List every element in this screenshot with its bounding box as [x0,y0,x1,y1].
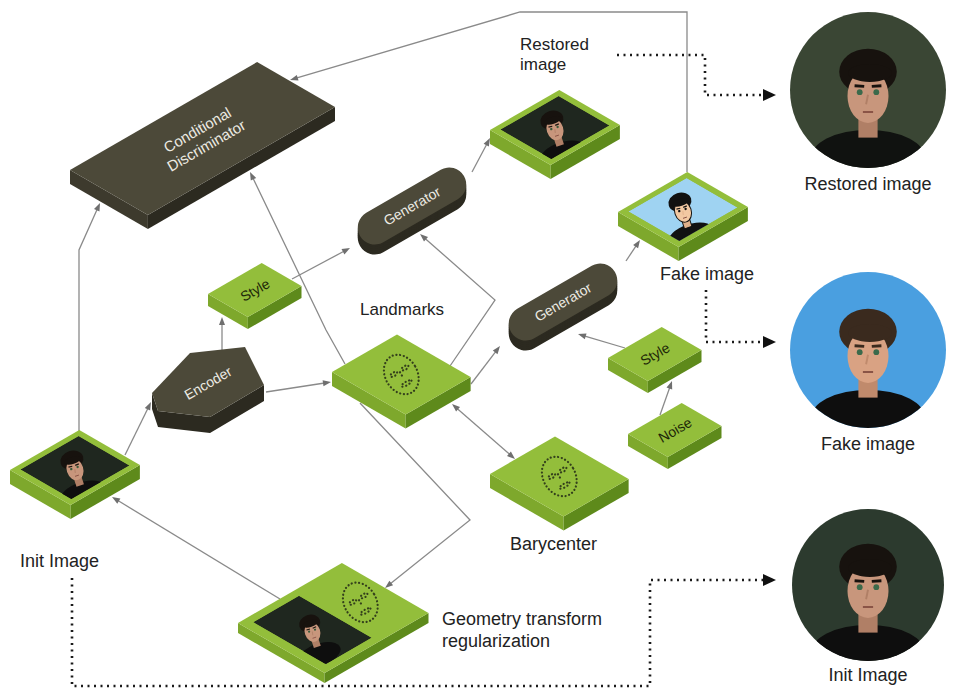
connector [290,12,687,172]
connector-line [79,209,97,431]
connector-line [296,12,687,172]
connector-line [584,336,625,348]
landmarks-block-shape [330,300,475,432]
connector [112,497,280,599]
node-label: Barycenter [510,534,635,556]
arrowhead [578,333,587,339]
connector-line [471,351,496,384]
arrowhead [112,497,120,504]
text-slot: Restored image [780,174,956,196]
init-image-block: Init Image [8,425,158,585]
connector-line [457,408,510,455]
arrowhead [145,402,151,411]
arrowhead [763,89,776,101]
text-slot: Init Image [20,551,150,573]
arrowhead [385,581,393,588]
generator-block: Generator [345,160,480,264]
encoder-block: Encoder [150,345,268,439]
connector [219,317,225,350]
arrowhead [667,381,673,390]
style-block: Style [206,256,310,332]
arrowhead [493,346,500,354]
connector-line [125,408,148,455]
portrait-circle: Restored image [780,8,956,208]
connector-line [617,55,766,95]
barycenter-block: Barycenter [488,432,638,558]
arrowhead [484,138,490,147]
portrait-circle-shape [780,505,956,691]
dotted-leader [706,290,776,348]
arrowhead [250,172,256,181]
connector-line [221,323,222,350]
node-label: Restored image [520,35,615,76]
node-label: Restored image [780,174,956,196]
arrowhead [507,452,515,460]
connector [472,138,490,172]
dotted-leader [72,574,776,686]
connector [125,402,151,455]
restored-image-block: Restored image [488,35,638,185]
arrowhead [290,75,299,81]
text-slot: Init Image [780,665,956,687]
discriminator-block: Conditional Discriminator [68,60,340,232]
connector-line [118,500,281,599]
arrowhead [323,380,331,386]
node-label: Landmarks [360,300,472,320]
connector [626,240,640,261]
text-slot: Restored image [520,35,615,76]
connector [578,333,625,348]
node-label: Fake image [660,264,764,286]
connector-line [626,245,636,261]
connector [452,404,515,459]
style-block: Style [606,320,710,396]
landmarks-block: Landmarks [330,300,475,432]
text-slot: Fake image [660,264,764,286]
arrowhead [452,404,460,412]
node-label: Init Image [20,551,150,573]
connector [292,248,350,279]
text-slot: Geometry transform regularization [442,609,642,652]
dotted-leader [617,55,776,101]
connector-line [472,144,487,172]
arrowhead [633,240,640,248]
connector [266,380,331,392]
connector-line [706,290,766,342]
connector-line [72,578,766,686]
noise-block: Noise [626,396,730,472]
text-slot: Landmarks [360,300,472,320]
arrowhead [219,317,225,325]
node-label: Fake image [780,434,956,456]
arrowhead [763,574,776,586]
portrait-circle: Init Image [780,505,956,691]
connector [471,346,500,384]
fake-image-block: Fake image [616,150,766,290]
connector-line [266,383,325,392]
node-label: Geometry transform regularization [442,609,642,652]
portrait-circle: Fake image [780,268,956,468]
connector [360,403,470,588]
arrowhead [763,336,776,348]
connector [79,203,100,431]
arrowhead [94,203,100,212]
generator-block: Generator [496,256,631,360]
geometry-transform-block: Geometry transform regularization [236,545,646,691]
arrowhead [420,234,428,242]
text-slot: Fake image [780,434,956,456]
connector-line [360,403,470,584]
text-slot: Barycenter [510,534,635,556]
node-label: Init Image [780,665,956,687]
arrowhead [342,248,351,254]
